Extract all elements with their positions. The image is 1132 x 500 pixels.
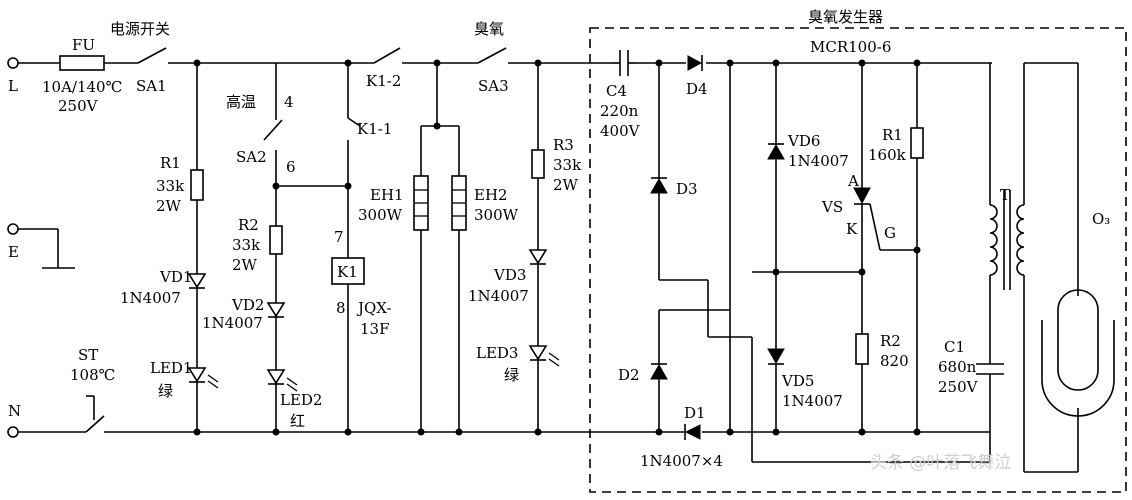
led2-name: LED2 xyxy=(280,391,322,409)
relay-pin-7: 7 xyxy=(334,228,344,246)
r1-left-name: R1 xyxy=(160,154,181,172)
r2-left-name: R2 xyxy=(238,216,259,234)
st-temp: 108℃ xyxy=(70,366,115,384)
r3-value: 33k xyxy=(553,156,582,174)
ozone-tube-name: O₃ xyxy=(1092,210,1110,228)
vs-gate: G xyxy=(884,224,896,242)
r2-right-name: R2 xyxy=(880,332,901,350)
vd2-part: 1N4007 xyxy=(202,314,263,332)
switch-sa1 xyxy=(137,47,167,64)
d3-name: D3 xyxy=(676,180,698,198)
d1-name: D1 xyxy=(684,404,706,422)
vd3-part: 1N4007 xyxy=(468,287,529,305)
eh1-name: EH1 xyxy=(370,186,404,204)
ozone-switch-title: 臭氧 xyxy=(474,20,504,38)
switch-sa3 xyxy=(477,47,507,64)
vd3-name: VD3 xyxy=(493,266,526,284)
c1-value: 680n xyxy=(938,358,977,376)
r3-name: R3 xyxy=(553,136,574,154)
r1-right-column xyxy=(910,63,924,432)
watermark: 头条 @叶落飞舞泣 xyxy=(870,453,1011,473)
sa2-label: SA2 xyxy=(236,148,267,166)
vd1-part: 1N4007 xyxy=(120,289,181,307)
diodes-note: 1N4007×4 xyxy=(640,452,723,470)
led3-color: 绿 xyxy=(504,366,519,384)
r1-left-power: 2W xyxy=(156,197,182,215)
label-L: L xyxy=(8,77,18,95)
c4-voltage: 400V xyxy=(600,122,641,140)
relay-model-2: 13F xyxy=(360,320,390,338)
led3-name: LED3 xyxy=(476,344,518,362)
label-N: N xyxy=(8,402,21,420)
led1-name: LED1 xyxy=(150,359,192,377)
led2-color: 红 xyxy=(290,412,305,430)
sa3-label: SA3 xyxy=(478,77,509,95)
c4-name: C4 xyxy=(606,82,627,100)
fuse-rating: 10A/140℃ xyxy=(42,78,122,96)
r2-left-value: 33k xyxy=(232,236,261,254)
r1-right-value: 160k xyxy=(868,146,907,164)
r2-left-power: 2W xyxy=(232,256,258,274)
eh2-name: EH2 xyxy=(474,186,508,204)
relay-model-1: JQX- xyxy=(356,299,392,317)
relay-contact-2: K1-1 xyxy=(357,120,392,138)
r1-right-name: R1 xyxy=(882,126,903,144)
label-E: E xyxy=(8,243,19,261)
r3-power: 2W xyxy=(553,176,579,194)
r1-left-value: 33k xyxy=(156,177,185,195)
generator-title: 臭氧发生器 xyxy=(808,8,883,26)
eh2-power: 300W xyxy=(474,206,519,224)
d4-name: D4 xyxy=(686,80,708,98)
c1-voltage: 250V xyxy=(938,378,979,396)
branch-led2 xyxy=(263,63,348,432)
scr-model: MCR100-6 xyxy=(810,38,891,56)
fuse-voltage: 250V xyxy=(58,97,99,115)
diode-d4 xyxy=(687,55,703,71)
vd6-part: 1N4007 xyxy=(788,152,849,170)
relay-coil: K1 xyxy=(337,263,358,281)
c4-value: 220n xyxy=(600,102,639,120)
thermostat-st xyxy=(85,395,105,433)
vs-name: VS xyxy=(821,198,843,216)
high-temp-title: 高温 xyxy=(226,93,256,111)
terminal-E xyxy=(7,223,19,235)
eh1-power: 300W xyxy=(358,206,403,224)
sa1-label: SA1 xyxy=(136,77,167,95)
pin-6: 6 xyxy=(286,158,296,176)
capacitor-c4 xyxy=(610,50,638,76)
ozone-tube xyxy=(1041,63,1115,472)
vs-anode: A xyxy=(847,172,859,190)
branch-led3 xyxy=(528,63,560,432)
branch-led1 xyxy=(187,63,219,432)
st-name: ST xyxy=(78,346,98,364)
vd2-name: VD2 xyxy=(231,296,264,314)
bridge-rectifier xyxy=(650,63,990,463)
vd5-name: VD5 xyxy=(781,372,814,390)
c1-name: C1 xyxy=(944,338,965,356)
transformer-name: T xyxy=(1000,186,1010,204)
scr-column xyxy=(853,63,917,432)
relay-pin-8: 8 xyxy=(336,299,346,317)
vd5-part: 1N4007 xyxy=(782,392,843,410)
heater-branch xyxy=(413,63,467,432)
power-switch-title: 电源开关 xyxy=(110,20,170,38)
relay-branch xyxy=(331,47,401,432)
terminal-N xyxy=(7,426,19,438)
c1-and-primary xyxy=(976,62,1078,473)
pin-4: 4 xyxy=(284,93,294,111)
fuse-name: FU xyxy=(72,36,95,54)
vd1-name: VD1 xyxy=(159,268,192,286)
ozone-generator-box xyxy=(589,27,1127,493)
r2-right-value: 820 xyxy=(880,352,909,370)
terminal-L xyxy=(7,57,19,69)
vs-cathode: K xyxy=(846,220,858,238)
ground-symbol xyxy=(18,228,75,269)
fuse xyxy=(59,55,105,71)
vd-column xyxy=(752,63,862,432)
vd6-name: VD6 xyxy=(787,132,820,150)
led1-color: 绿 xyxy=(158,382,173,400)
relay-contact-1: K1-2 xyxy=(366,72,401,90)
d2-name: D2 xyxy=(618,366,640,384)
